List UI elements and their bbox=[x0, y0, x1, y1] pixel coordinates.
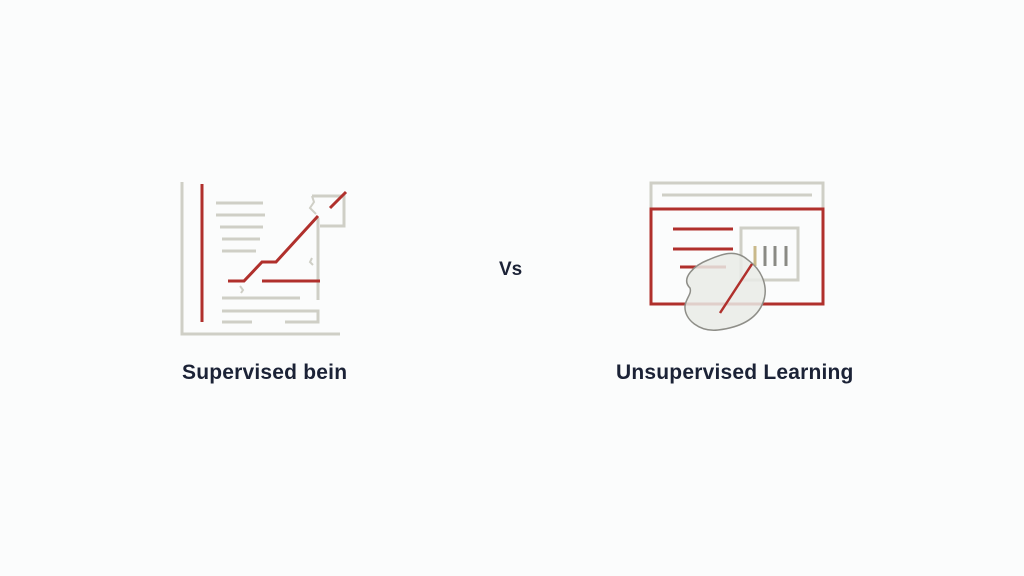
document-chart-trend-icon bbox=[180, 182, 348, 336]
supervised-learning-label: Supervised bein bbox=[182, 361, 348, 384]
unsupervised-learning-label: Unsupervised Learning bbox=[616, 361, 854, 384]
window-cluster-chart-icon bbox=[649, 181, 825, 331]
versus-label: Vs bbox=[499, 259, 523, 280]
